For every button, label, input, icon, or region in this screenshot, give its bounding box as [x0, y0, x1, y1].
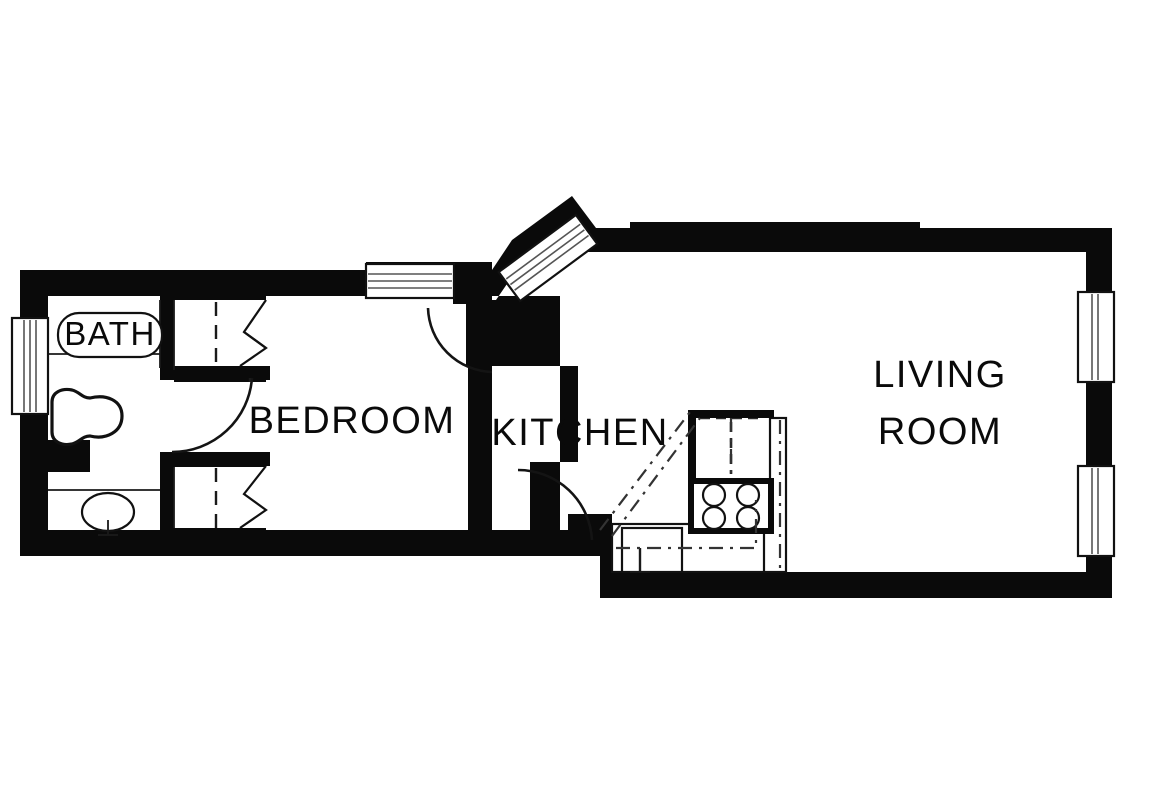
closet-upper-door[interactable]: [214, 299, 268, 368]
window-angled: [497, 213, 599, 303]
wall-bath-closet-lower: [160, 455, 174, 535]
wall-kitchen-step: [556, 530, 612, 556]
window-living-east-2: [1076, 464, 1116, 558]
bath-label-group: BATH: [56, 311, 164, 359]
cabinet-center-lines: [616, 418, 782, 568]
window-bedroom-north: [364, 262, 456, 300]
living-room-label-line2: ROOM: [878, 411, 1002, 453]
living-room-label-line1: LIVING: [873, 354, 1007, 396]
wall-closet-upper-top: [174, 290, 266, 300]
toilet: [50, 387, 124, 447]
kitchen-label: KITCHEN: [491, 412, 668, 454]
closet-lower-door[interactable]: [214, 465, 268, 529]
wall-closet-lower-bottom: [174, 528, 266, 540]
bedroom-label: BEDROOM: [249, 400, 456, 442]
sink: [80, 491, 136, 536]
bath-label: BATH: [64, 315, 156, 352]
window-bath-west: [10, 316, 50, 416]
wall-bedroom-door-jamb: [453, 262, 492, 304]
range: [688, 478, 774, 534]
wall-kitchen-jamb: [468, 496, 492, 536]
bath-label-frame: [56, 311, 164, 359]
wall-bath-door-sill: [160, 452, 270, 466]
kitchen-leader-line: [599, 411, 701, 537]
wall-bath-closet-upper: [160, 290, 174, 378]
kitchen-sink: [620, 526, 684, 574]
kitchen-door[interactable]: [517, 468, 594, 541]
bedroom-door[interactable]: [426, 307, 493, 374]
window-living-east-1: [1076, 290, 1116, 384]
wall-bath-door-head: [160, 366, 270, 380]
bath-door[interactable]: [171, 377, 254, 454]
